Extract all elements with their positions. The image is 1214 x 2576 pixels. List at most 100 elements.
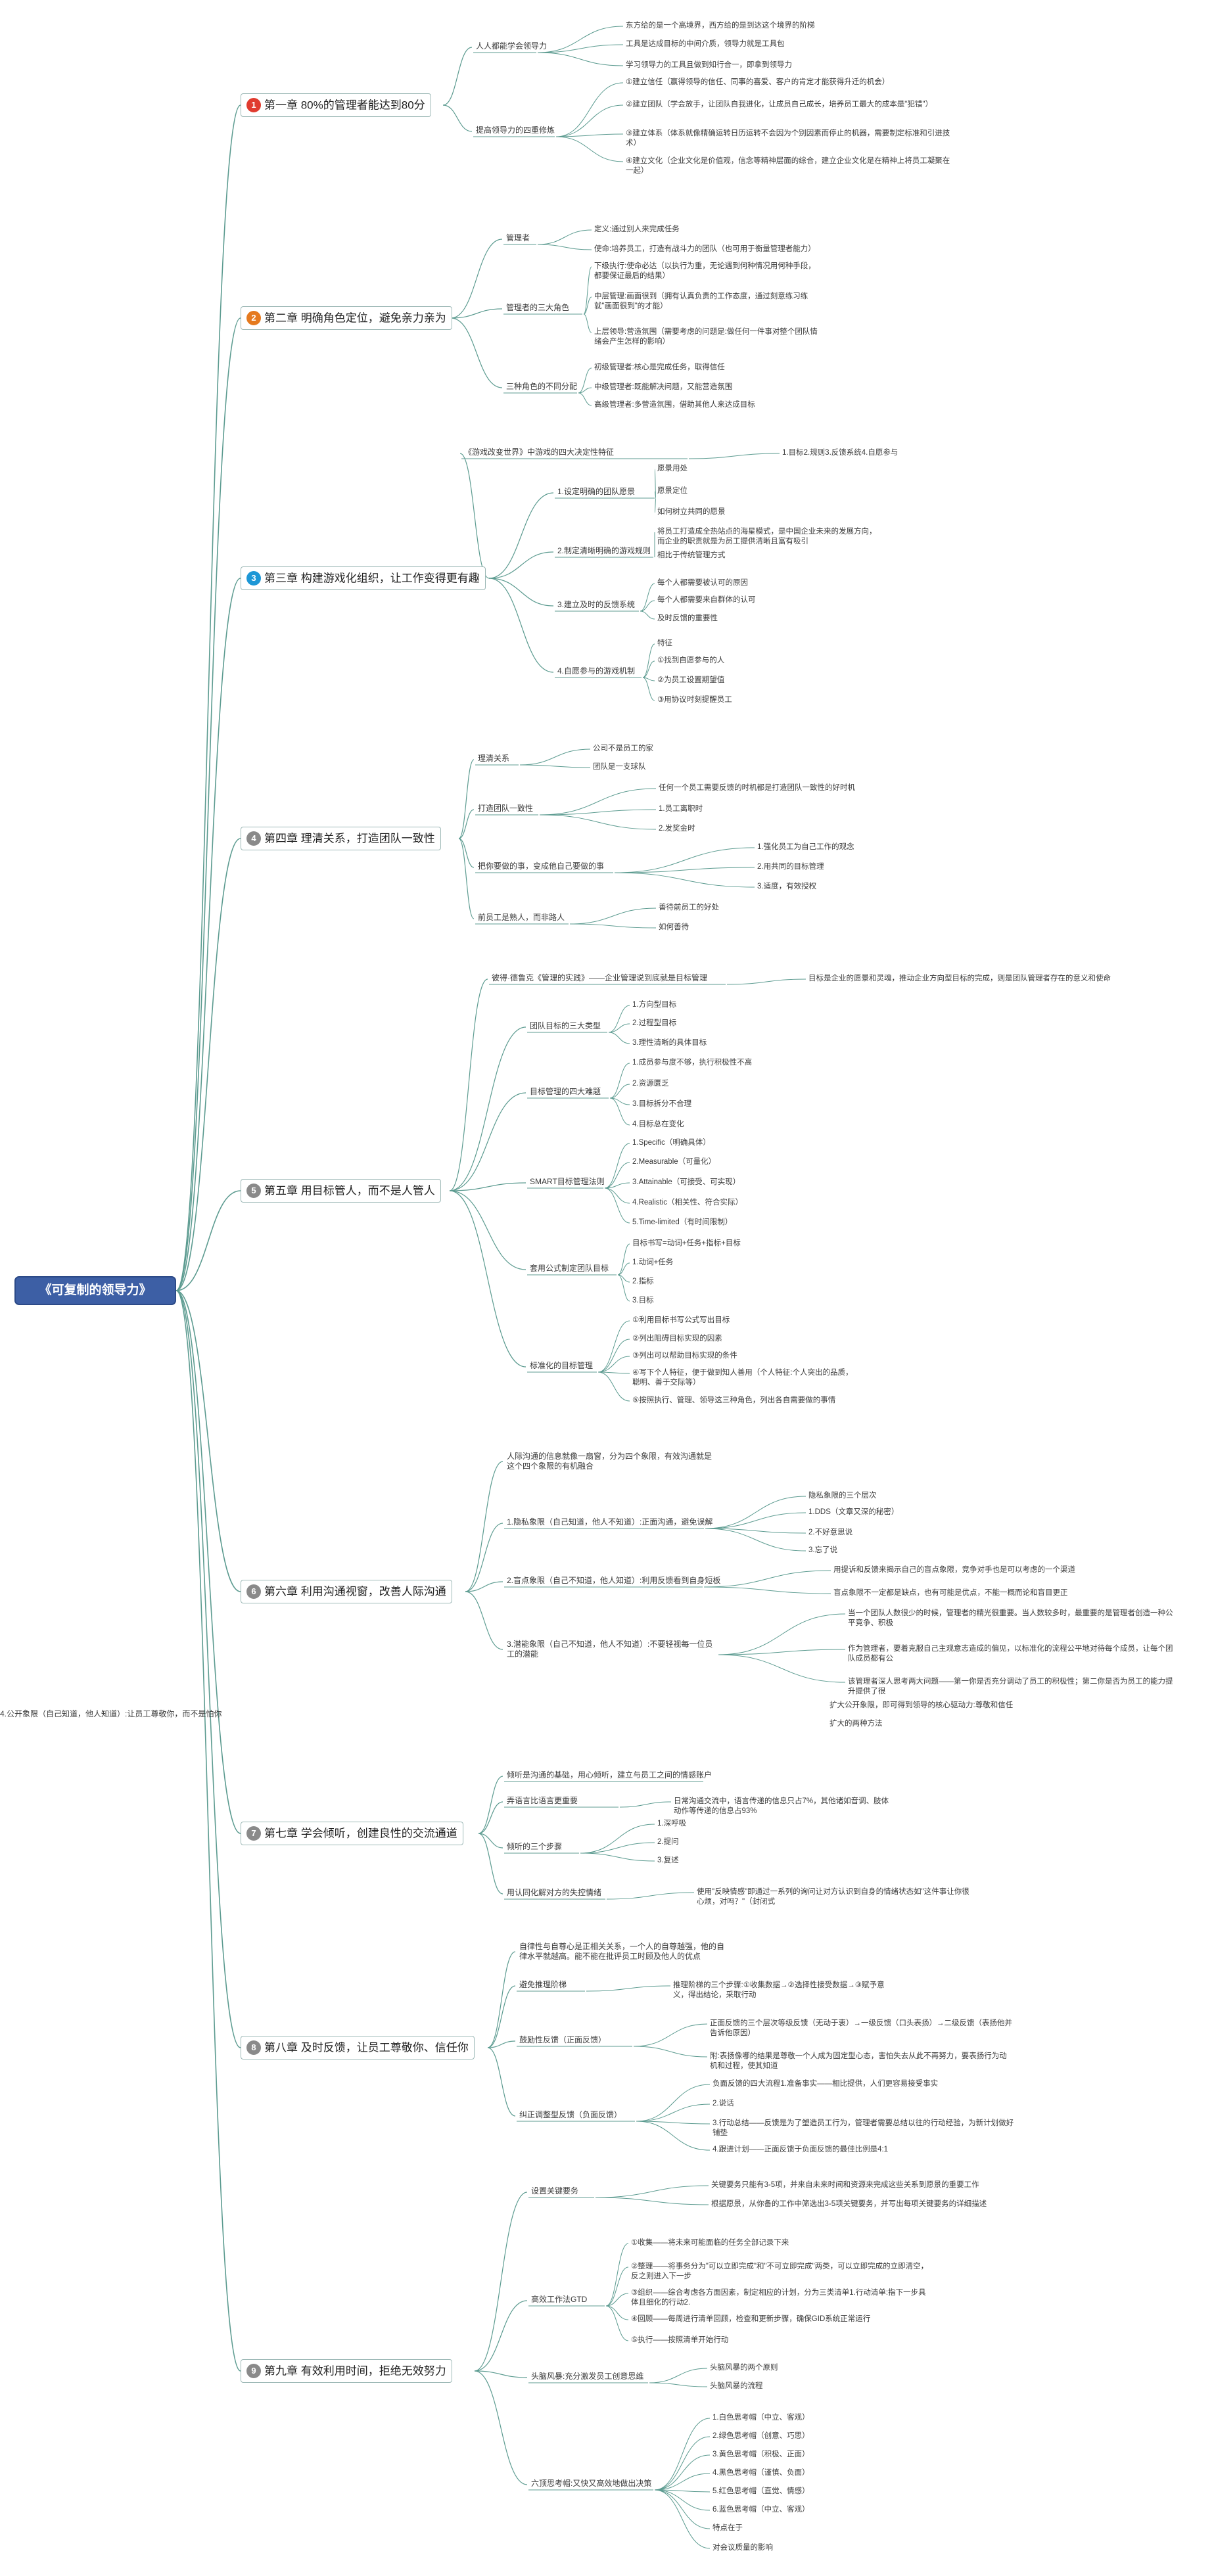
leaf-node[interactable]: 2.资源匮乏 xyxy=(632,1080,669,1088)
branch-node[interactable]: 标准化的目标管理 xyxy=(530,1361,594,1370)
leaf-node[interactable]: ③组织——综合考虑各方面因素，制定相应的计划，分为三类清单1.行动清单:指下一步… xyxy=(631,2289,926,2307)
branch-node[interactable]: 1.隐私象限（自己知道，他人不知道）:正面沟通，避免误解 xyxy=(507,1517,713,1527)
branch-node[interactable]: 头脑风暴:充分激发员工创意思维 xyxy=(531,2372,644,2381)
branch-node[interactable]: 3.建立及时的反馈系统 xyxy=(557,600,636,609)
leaf-node[interactable]: 1.目标2.规则3.反馈系统4.自愿参与 xyxy=(782,449,899,457)
leaf-node[interactable]: 头脑风暴的两个原则 xyxy=(710,2364,778,2372)
leaf-node[interactable]: 目标书写=动词+任务+指标+目标 xyxy=(632,1239,741,1247)
leaf-node[interactable]: 用提诉和反馈来揭示自己的盲点象限，竞争对手也是可以考虑的一个渠道 xyxy=(833,1566,1075,1574)
leaf-node[interactable]: 关键要务只能有3-5项，并来自未来时间和资源来完成这些关系到愿景的重要工作 xyxy=(711,2181,979,2189)
leaf-node[interactable]: 3.行动总结——反馈是为了塑造员工行为，管理者需要总结以往的行动经验，为新计划做… xyxy=(712,2119,1014,2137)
branch-node[interactable]: 打造团队一致性 xyxy=(478,804,534,813)
leaf-node[interactable]: ①利用目标书写公式写出目标 xyxy=(632,1316,730,1324)
leaf-node[interactable]: ①建立信任（赢得领导的信任、同事的喜爱、客户的肯定才能获得升迁的机会） xyxy=(626,78,890,86)
branch-node[interactable]: 高效工作法GTD xyxy=(531,2295,588,2304)
leaf-node[interactable]: 4.跟进计划——正面反馈于负面反馈的最佳比例是4:1 xyxy=(712,2146,889,2153)
leaf-node[interactable]: 4.Realistic（相关性、符合实际） xyxy=(632,1199,743,1207)
leaf-node[interactable]: 2.过程型目标 xyxy=(632,1019,677,1027)
branch-node[interactable]: 理清关系 xyxy=(478,754,510,763)
branch-node[interactable]: SMART目标管理法则 xyxy=(530,1177,605,1186)
branch-node[interactable]: 4.公开象限（自己知道，他人知道）:让员工尊敬你，而不是怕你 xyxy=(0,1709,222,1718)
leaf-node[interactable]: 使用"反映情感"即通过一系列的询问让对方认识到自身的情绪状态如"这件事让你很心烦… xyxy=(697,1888,969,1906)
leaf-node[interactable]: ②列出阻碍目标实现的因素 xyxy=(632,1335,722,1343)
branch-node[interactable]: 倾听是沟通的基础，用心倾听，建立与员工之间的情感账户 xyxy=(507,1770,712,1780)
leaf-node[interactable]: ⑤执行——按照清单开始行动 xyxy=(631,2336,729,2344)
branch-node[interactable]: 设置关键要务 xyxy=(531,2186,579,2196)
leaf-node[interactable]: 特点在于 xyxy=(712,2524,743,2532)
branch-node[interactable]: 避免推理阶梯 xyxy=(519,1980,567,1989)
leaf-node[interactable]: ②整理——将事务分为"可以立即完成"和"不可立即完成"两类，可以立即完成的立即清… xyxy=(631,2263,929,2280)
leaf-node[interactable]: 3.Attainable（可接受、可实现） xyxy=(632,1178,741,1186)
leaf-node[interactable]: 1.深呼吸 xyxy=(657,1820,687,1828)
branch-node[interactable]: 目标管理的四大难题 xyxy=(530,1087,601,1096)
leaf-node[interactable]: 工具是达成目标的中间介质，领导力就是工具包 xyxy=(626,40,785,48)
leaf-node[interactable]: 正面反馈的三个层次等级反馈（无动于衷）→一级反馈（口头表扬）→二级反馈（表扬他并… xyxy=(710,2019,1012,2037)
branch-node[interactable]: 1.设定明确的团队愿景 xyxy=(557,487,636,496)
leaf-node[interactable]: ④回顾——每周进行清单回顾，检查和更新步骤，确保GID系统正常运行 xyxy=(631,2315,871,2323)
leaf-node[interactable]: 1.白色思考帽（中立、客观） xyxy=(712,2414,810,2422)
leaf-node[interactable]: 6.蓝色思考帽（中立、客观） xyxy=(712,2506,810,2514)
leaf-node[interactable]: ③列出可以帮助目标实现的条件 xyxy=(632,1352,737,1360)
leaf-node[interactable]: 2.绿色思考帽（创意、巧思） xyxy=(712,2432,810,2440)
branch-node[interactable]: 彼得·德鲁克《管理的实践》——企业管理说到底就是目标管理 xyxy=(492,973,707,982)
leaf-node[interactable]: 附:表扬像哪的结果是尊敬一个人成为固定型心态，害怕失去从此不再努力，要表扬行为动… xyxy=(710,2052,1007,2070)
branch-node[interactable]: 套用公式制定团队目标 xyxy=(530,1264,609,1273)
leaf-node[interactable]: 5.Time-limited（有时间限制） xyxy=(632,1218,733,1226)
leaf-node[interactable]: ②为员工设置期望值 xyxy=(657,676,725,684)
leaf-node[interactable]: 日常沟通交流中，语言传递的信息只占7%，其他诸如音调、肢体动作等传递的信息占93… xyxy=(674,1797,889,1815)
branch-node[interactable]: 人人都能学会领导力 xyxy=(476,41,548,51)
leaf-node[interactable]: 中级管理者:既能解决问题，又能营造氛围 xyxy=(594,383,733,391)
leaf-node[interactable]: 目标是企业的愿景和灵魂，推动企业方向型目标的完成，则是团队管理者存在的意义和使命 xyxy=(808,975,1111,982)
branch-node[interactable]: 3.潜能象限（自己不知道，他人不知道）:不要轻视每一位员工的潜能 xyxy=(507,1640,713,1659)
leaf-node[interactable]: 东方给的是一个高境界，西方给的是到达这个境界的阶梯 xyxy=(626,22,815,30)
branch-node[interactable]: 把你要做的事，变成他自己要做的事 xyxy=(478,862,605,871)
leaf-node[interactable]: 根据愿景，从你备的工作中筛选出3-5项关键要务，并写出每项关键要务的详细描述 xyxy=(711,2200,987,2208)
leaf-node[interactable]: 3.目标拆分不合理 xyxy=(632,1100,692,1108)
leaf-node[interactable]: ②建立团队（学会放手，让团队自我进化，让成员自己成长，培养员工最大的成本是"犯错… xyxy=(626,101,933,108)
leaf-node[interactable]: 2.不好意思说 xyxy=(808,1529,853,1536)
leaf-node[interactable]: 及时反馈的重要性 xyxy=(657,614,718,622)
branch-node[interactable]: 六顶思考帽:又快又高效地做出决策 xyxy=(531,2479,652,2488)
branch-node[interactable]: 自律性与自尊心是正相关关系，一个人的自尊越强，他的自律水平就越高。能不能在批评员… xyxy=(519,1942,725,1961)
leaf-node[interactable]: 对会议质量的影响 xyxy=(712,2544,773,2552)
leaf-node[interactable]: 如何树立共同的愿景 xyxy=(657,508,726,516)
leaf-node[interactable]: 作为管理者，要着克服自己主观意志造成的偏见，以标准化的流程公平地对待每个成员，让… xyxy=(848,1645,1173,1663)
branch-node[interactable]: 《游戏改变世界》中游戏的四大决定性特征 xyxy=(464,448,615,457)
leaf-node[interactable]: 3.复述 xyxy=(657,1856,679,1864)
leaf-node[interactable]: 1.DDS（文章又深的秘密） xyxy=(808,1508,899,1516)
leaf-node[interactable]: 1.Specific（明确具体） xyxy=(632,1139,711,1147)
leaf-node[interactable]: 1.员工离职时 xyxy=(659,805,703,813)
leaf-node[interactable]: 2.发奖金时 xyxy=(659,825,695,833)
branch-node[interactable]: 4.自愿参与的游戏机制 xyxy=(557,666,636,676)
leaf-node[interactable]: 2.Measurable（可量化） xyxy=(632,1158,716,1166)
leaf-node[interactable]: 1.成员参与度不够，执行积极性不高 xyxy=(632,1059,753,1067)
branch-node[interactable]: 纠正调整型反馈（负面反馈） xyxy=(519,2110,622,2119)
leaf-node[interactable]: ①收集——将未来可能面临的任务全部记录下来 xyxy=(631,2239,789,2247)
leaf-node[interactable]: 上层领导:营造氛围（需要考虑的问题是:做任何一件事对整个团队情绪会产生怎样的影响… xyxy=(594,328,818,346)
leaf-node[interactable]: 盲点象限不一定都是缺点，也有可能是优点，不能一概而论和盲目更正 xyxy=(833,1589,1068,1597)
leaf-node[interactable]: 定义:通过别人来完成任务 xyxy=(594,225,680,233)
branch-node[interactable]: 弄语言比语言更重要 xyxy=(507,1796,578,1805)
leaf-node[interactable]: 任何一个员工需要反馈的时机都是打造团队一致性的好时机 xyxy=(659,784,855,792)
leaf-node[interactable]: 2.指标 xyxy=(632,1277,654,1285)
leaf-node[interactable]: 团队是一支球队 xyxy=(593,763,646,771)
leaf-node[interactable]: ④建立文化（企业文化是价值观，信念等精神层面的综合，建立企业文化是在精神上将员工… xyxy=(626,157,950,175)
leaf-node[interactable]: 愿景用处 xyxy=(657,465,688,472)
leaf-node[interactable]: 如何善待 xyxy=(659,923,689,931)
leaf-node[interactable]: 将员工打造成全热站点的海星模式，是中国企业未来的发展方向，而企业的职责就是为员工… xyxy=(657,528,877,545)
leaf-node[interactable]: 4.目标总在变化 xyxy=(632,1120,684,1128)
root-node[interactable]: 《可复制的领导力》 xyxy=(14,1276,176,1305)
leaf-node[interactable]: 每个人都需要来自群体的认可 xyxy=(657,596,756,604)
leaf-node[interactable]: 该管理者深人思考两大问题——第一你是否充分调动了员工的积极性；第二你是否为员工的… xyxy=(848,1678,1173,1695)
leaf-node[interactable]: 负面反馈的四大流程1.准备事实——相比提供，人们更容易接受事实 xyxy=(712,2080,939,2088)
leaf-node[interactable]: 3.黄色思考帽（积极、正面） xyxy=(712,2450,810,2458)
leaf-node[interactable]: 相比于传统管理方式 xyxy=(657,551,726,559)
